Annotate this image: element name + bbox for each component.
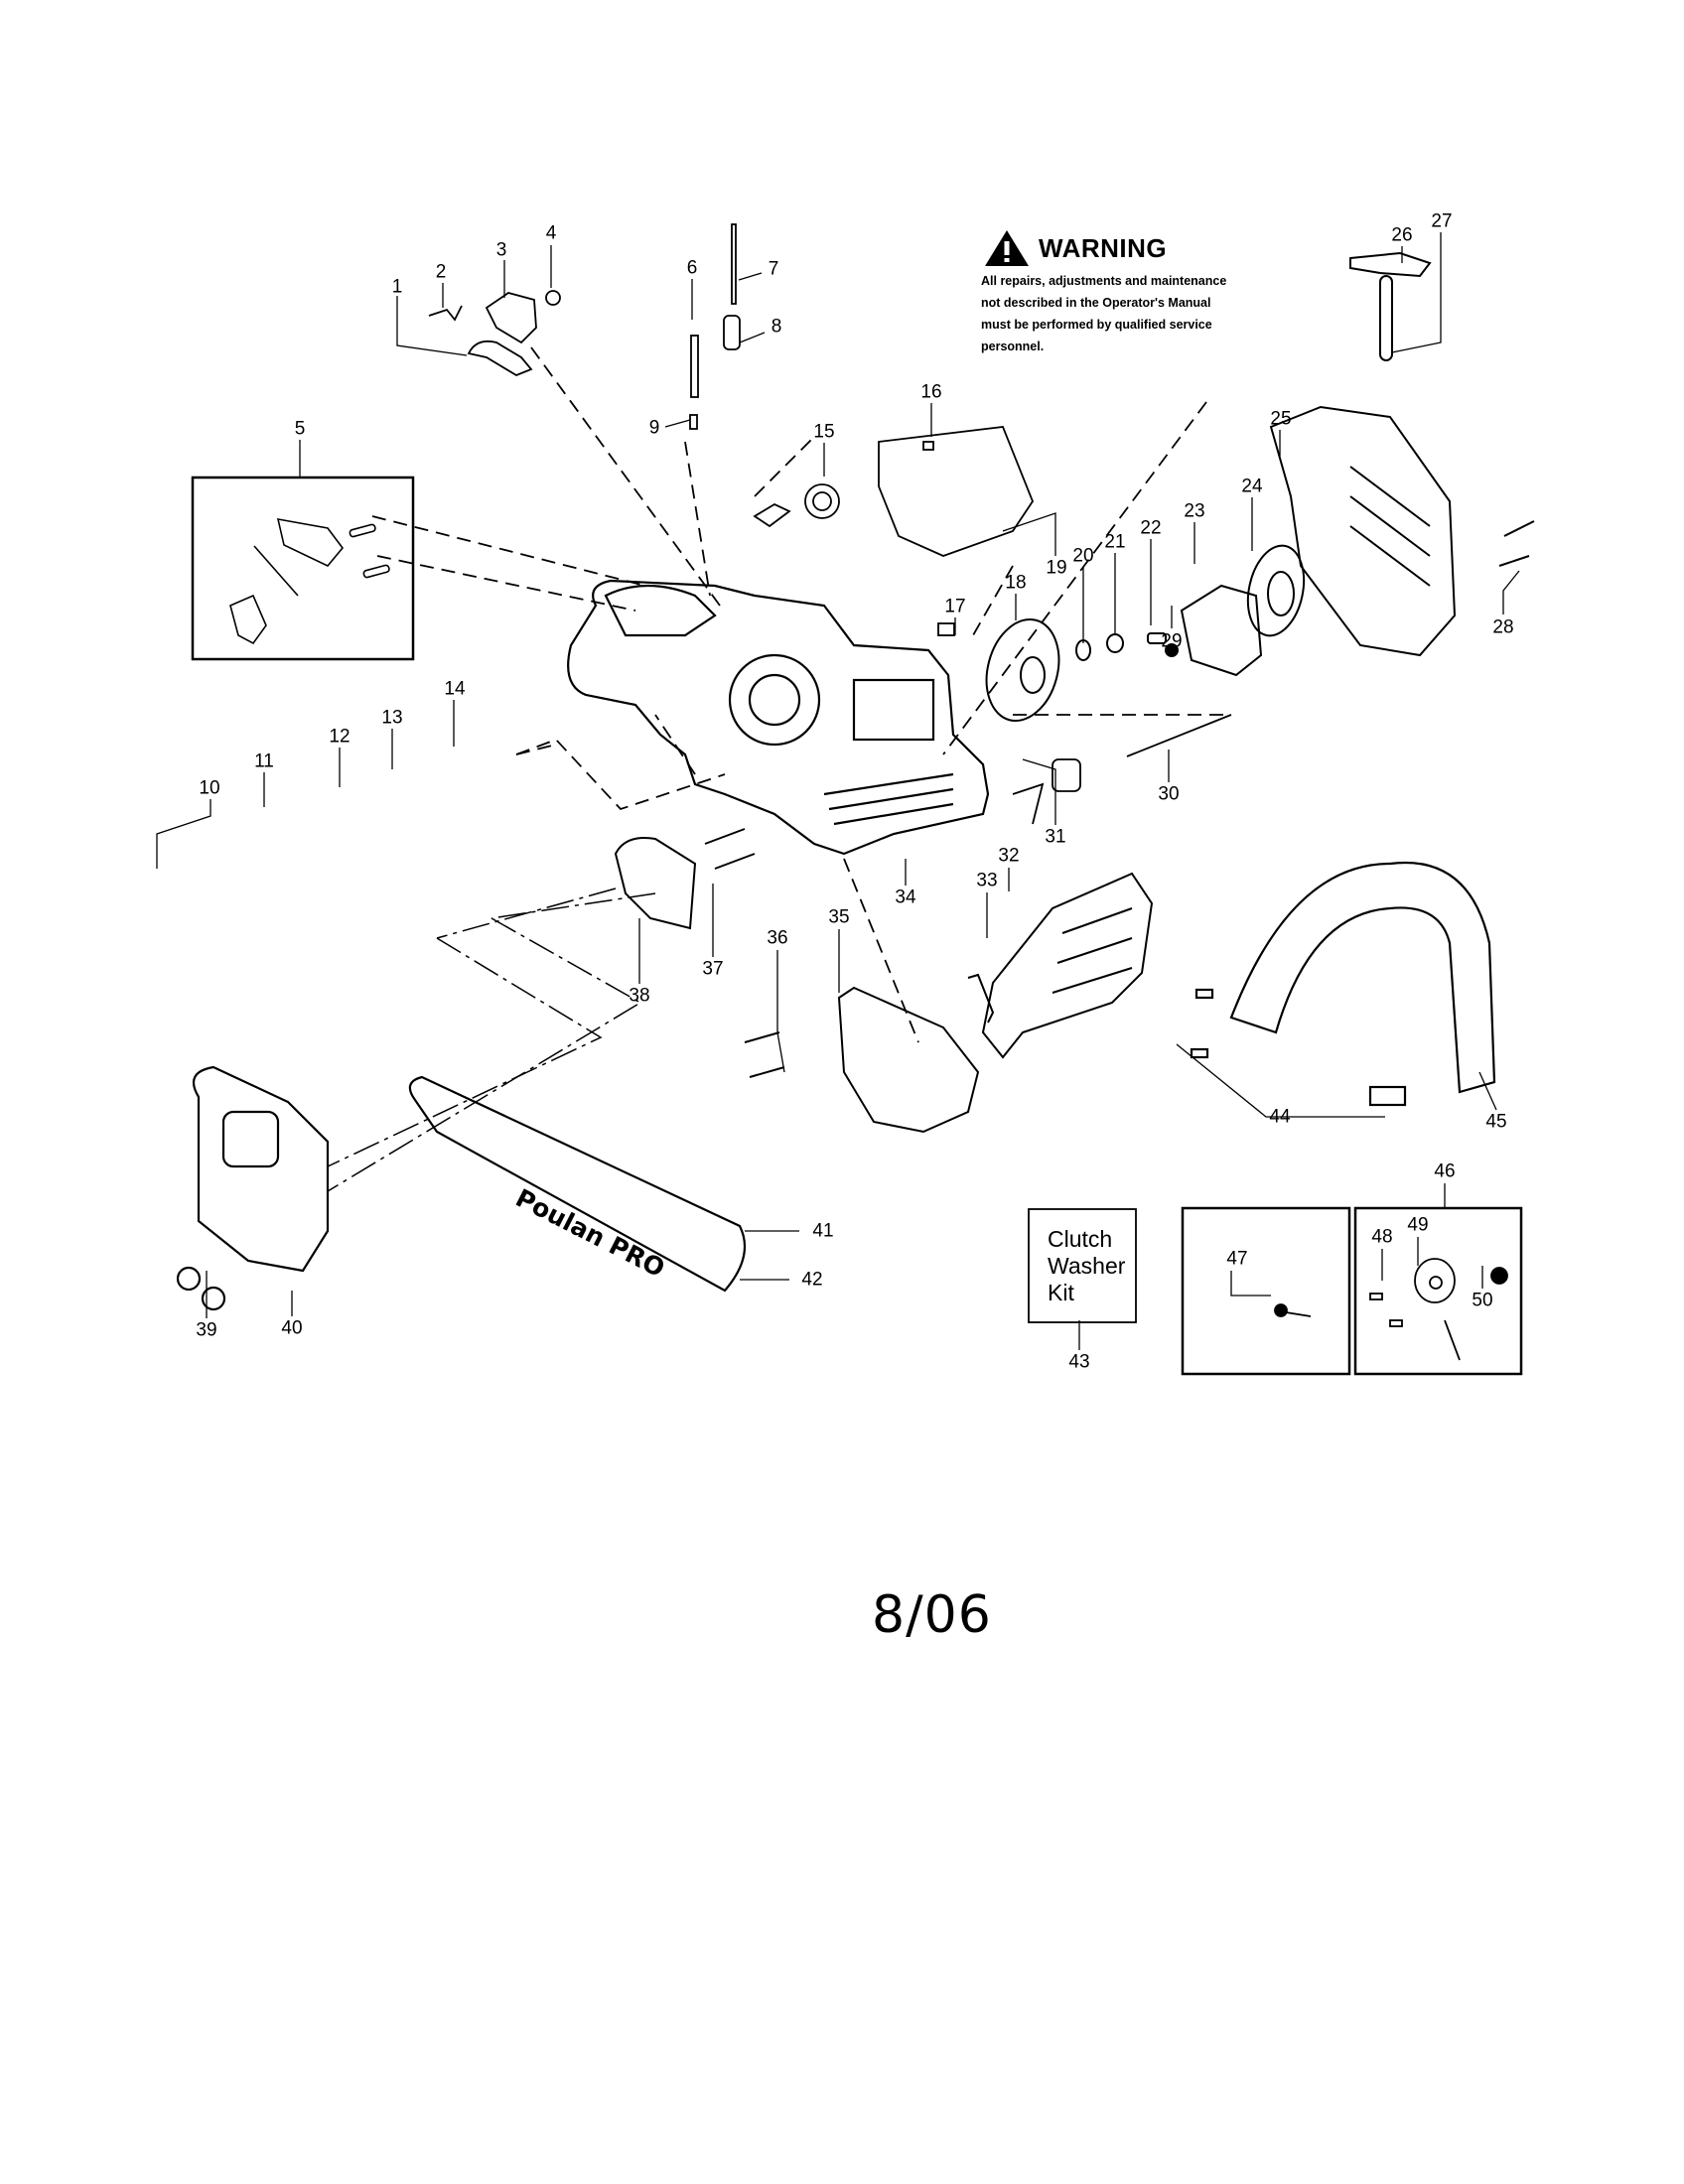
callout-1: 1 xyxy=(391,276,403,298)
callout-40: 40 xyxy=(281,1317,303,1339)
callout-46: 46 xyxy=(1434,1160,1456,1182)
callout-8: 8 xyxy=(771,316,782,338)
warning-line: must be performed by qualified service xyxy=(981,318,1212,332)
callout-30: 30 xyxy=(1158,783,1180,805)
callout-2: 2 xyxy=(435,261,447,283)
callout-39: 39 xyxy=(196,1319,217,1341)
warning-line: All repairs, adjustments and maintenance xyxy=(981,274,1227,288)
warning-header: WARNING xyxy=(985,230,1291,266)
chain-brake-clutch-cover-parts xyxy=(614,828,1154,1134)
kit-parts xyxy=(1274,1258,1508,1361)
date-code: 8/06 xyxy=(872,1585,992,1645)
kit-label-line: Washer xyxy=(1048,1253,1126,1279)
bar-and-side-cover xyxy=(176,1065,747,1311)
throttle-parts xyxy=(428,223,741,430)
callout-32: 32 xyxy=(998,845,1020,867)
callout-33: 33 xyxy=(976,870,998,891)
callout-3: 3 xyxy=(495,239,507,261)
part-47-kit-box xyxy=(1181,1206,1351,1376)
callout-16: 16 xyxy=(920,381,942,403)
engine-housing xyxy=(567,579,990,856)
front-handle xyxy=(1190,861,1496,1107)
callout-11: 11 xyxy=(254,751,274,772)
callout-41: 41 xyxy=(812,1220,834,1242)
warning-text: All repairs, adjustments and maintenance… xyxy=(981,270,1291,357)
warning-line: personnel. xyxy=(981,340,1045,353)
callout-50: 50 xyxy=(1472,1290,1493,1311)
callout-24: 24 xyxy=(1241,476,1263,497)
callout-49: 49 xyxy=(1407,1214,1429,1236)
callout-leader-lines xyxy=(156,232,1520,1350)
part-5-kit-box xyxy=(191,476,415,661)
kit-label-line: Clutch xyxy=(1048,1226,1113,1252)
warning-notice: WARNING All repairs, adjustments and mai… xyxy=(981,230,1291,357)
callout-10: 10 xyxy=(199,777,220,799)
callout-29: 29 xyxy=(1161,630,1183,652)
flywheel-starter-parts xyxy=(985,251,1535,723)
callout-21: 21 xyxy=(1104,531,1126,553)
callout-44: 44 xyxy=(1269,1106,1291,1128)
callout-4: 4 xyxy=(545,222,557,244)
callout-9: 9 xyxy=(648,417,660,439)
callout-25: 25 xyxy=(1270,408,1292,430)
callout-31: 31 xyxy=(1045,826,1066,848)
oil-parts xyxy=(1012,714,1232,825)
callout-19: 19 xyxy=(1046,557,1067,579)
callout-12: 12 xyxy=(329,726,351,748)
callout-28: 28 xyxy=(1492,616,1514,638)
callout-17: 17 xyxy=(944,596,966,617)
callout-42: 42 xyxy=(801,1269,823,1291)
part-46-kit-box xyxy=(1353,1206,1523,1376)
assembly-guide-lines xyxy=(371,346,1231,1043)
warning-line: not described in the Operator's Manual xyxy=(981,296,1211,310)
callout-20: 20 xyxy=(1072,545,1094,567)
callout-38: 38 xyxy=(629,985,650,1007)
callout-13: 13 xyxy=(381,707,403,729)
clutch-washer-kit-label: Clutch Washer Kit xyxy=(1048,1226,1125,1306)
chain-path-lines xyxy=(327,887,656,1192)
intake-parts xyxy=(753,426,1035,636)
callout-22: 22 xyxy=(1140,517,1162,539)
callout-37: 37 xyxy=(702,958,724,980)
callout-27: 27 xyxy=(1431,210,1453,232)
callout-35: 35 xyxy=(828,906,850,928)
callout-7: 7 xyxy=(768,258,779,280)
callout-15: 15 xyxy=(813,421,835,443)
callout-47: 47 xyxy=(1226,1248,1248,1270)
part-5-brake-parts xyxy=(229,517,390,645)
callout-26: 26 xyxy=(1391,224,1413,246)
callout-18: 18 xyxy=(1005,572,1027,594)
warning-title: WARNING xyxy=(1039,232,1168,263)
callout-14: 14 xyxy=(444,678,466,700)
warning-triangle-icon xyxy=(985,230,1029,266)
callout-23: 23 xyxy=(1184,500,1205,522)
callout-45: 45 xyxy=(1485,1111,1507,1133)
callout-36: 36 xyxy=(767,927,788,949)
callout-6: 6 xyxy=(686,257,698,279)
callout-48: 48 xyxy=(1371,1226,1393,1248)
callout-43: 43 xyxy=(1068,1351,1090,1373)
part-43-clutch-washer-kit-box xyxy=(1028,1208,1137,1323)
kit-label-line: Kit xyxy=(1048,1280,1074,1305)
callout-34: 34 xyxy=(895,887,916,908)
callout-5: 5 xyxy=(294,418,306,440)
